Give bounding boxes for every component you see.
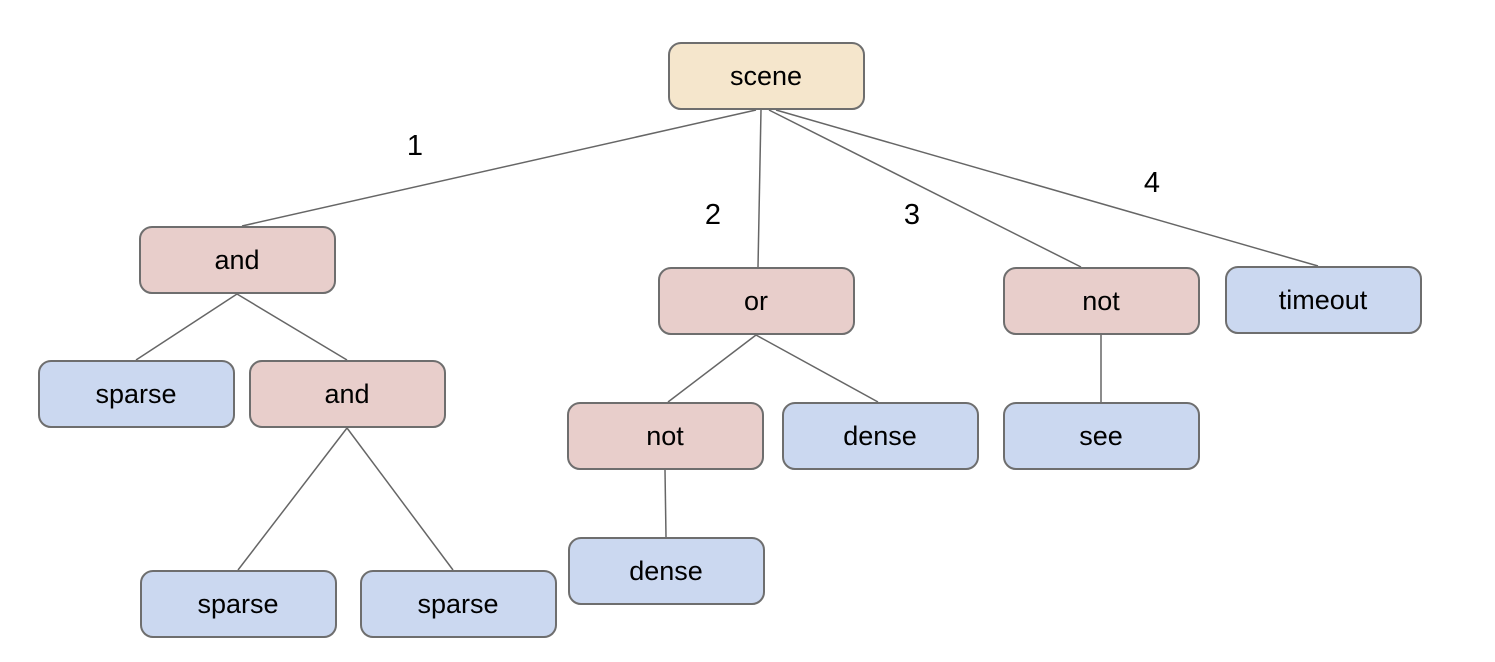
edge-or1-to-not2 [667, 334, 757, 403]
edge-scene-to-timeout1 [775, 109, 1319, 267]
tree-node-sparse3: sparse [359, 570, 557, 638]
tree-node-dense2: dense [567, 537, 765, 605]
edge-label-scene-to-and1: 1 [407, 130, 423, 162]
edge-or1-to-dense1 [755, 334, 879, 403]
edge-and1-to-and2 [236, 293, 348, 361]
tree-node-and1: and [138, 226, 336, 294]
edge-and1-to-sparse1 [135, 293, 238, 361]
tree-node-not1: not [1002, 267, 1200, 335]
tree-node-sparse1: sparse [37, 360, 235, 428]
tree-node-see1: see [1002, 402, 1200, 470]
edge-scene-to-and1 [241, 109, 757, 227]
tree-node-and2: and [248, 360, 446, 428]
edge-label-scene-to-timeout1: 4 [1144, 167, 1160, 199]
edge-label-scene-to-or1: 2 [705, 199, 721, 231]
edge-label-scene-to-not1: 3 [904, 199, 920, 231]
tree-node-scene: scene [667, 42, 865, 110]
tree-node-not2: not [566, 402, 764, 470]
edge-not2-to-dense2 [664, 469, 667, 538]
tree-node-timeout1: timeout [1224, 266, 1422, 334]
edge-and2-to-sparse2 [237, 427, 348, 571]
tree-node-dense1: dense [781, 402, 979, 470]
tree-node-sparse2: sparse [139, 570, 337, 638]
tree-node-or1: or [657, 267, 855, 335]
edge-scene-to-or1 [757, 109, 762, 268]
edge-and2-to-sparse3 [346, 427, 454, 571]
edge-scene-to-not1 [768, 109, 1082, 268]
